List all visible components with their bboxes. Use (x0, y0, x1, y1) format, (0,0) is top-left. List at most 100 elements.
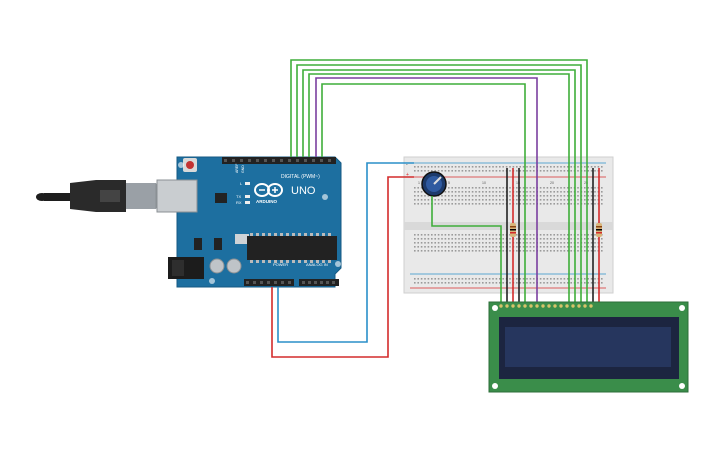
breadboard-hole (471, 250, 474, 252)
breadboard-hole (590, 199, 593, 201)
breadboard-hole (590, 166, 593, 168)
resistor-icon[interactable] (596, 223, 602, 237)
breadboard-hole (468, 246, 470, 248)
breadboard-hole (567, 195, 569, 197)
breadboard-hole (482, 166, 484, 168)
lcd-pin[interactable] (505, 304, 509, 308)
breadboard-hole (567, 166, 569, 168)
breadboard-hole (451, 250, 453, 252)
breadboard-hole (516, 250, 518, 252)
breadboard-hole (414, 170, 416, 172)
breadboard-hole (594, 170, 596, 172)
wire-green (290, 59, 588, 305)
breadboard-hole (590, 234, 593, 236)
breadboard-hole (444, 191, 447, 193)
breadboard-hole (522, 195, 525, 197)
breadboard-hole (522, 242, 525, 244)
breadboard-hole (451, 195, 453, 197)
breadboard-hole (417, 170, 419, 172)
capacitor (226, 258, 242, 274)
breadboard-hole (560, 246, 562, 248)
breadboard-hole (451, 166, 453, 168)
breadboard-hole (471, 278, 474, 280)
breadboard-hole (475, 203, 477, 205)
breadboard-hole (417, 195, 419, 197)
breadboard-hole (587, 203, 589, 205)
lcd-pin[interactable] (535, 304, 539, 308)
breadboard-hole (417, 242, 419, 244)
breadboard-hole (478, 250, 481, 252)
breadboard-hole (563, 187, 566, 189)
breadboard-hole (434, 238, 436, 240)
breadboard-hole (546, 195, 549, 197)
lcd-module-icon[interactable] (488, 301, 689, 393)
breadboard-hole (509, 238, 511, 240)
breadboard-hole (434, 242, 436, 244)
breadboard-hole (461, 170, 464, 172)
breadboard-hole (533, 242, 535, 244)
lcd-pin[interactable] (559, 304, 563, 308)
resistor-icon[interactable] (510, 223, 516, 237)
rail-minus-label: - (406, 162, 408, 168)
lcd-pin[interactable] (553, 304, 557, 308)
breadboard-hole (417, 199, 419, 201)
breadboard-hole (427, 234, 430, 236)
breadboard-hole (556, 166, 559, 168)
breadboard-hole (488, 199, 491, 201)
lcd-pin[interactable] (577, 304, 581, 308)
breadboard-hole (482, 191, 484, 193)
breadboard-hole (539, 250, 542, 252)
breadboard-hole (560, 250, 562, 252)
lcd-pin[interactable] (583, 304, 587, 308)
breadboard-hole (543, 170, 545, 172)
lcd-pin[interactable] (547, 304, 551, 308)
breadboard-hole (420, 187, 423, 189)
breadboard-hole (448, 170, 450, 172)
breadboard-hole (553, 187, 555, 189)
breadboard-hole (516, 238, 518, 240)
breadboard-hole (444, 203, 447, 205)
breadboard-hole (471, 203, 474, 205)
wires[interactable] (271, 59, 600, 358)
lcd-pin[interactable] (541, 304, 545, 308)
breadboard-hole (478, 278, 481, 280)
breadboard-hole (482, 195, 484, 197)
rail-plus-label: + (406, 172, 409, 178)
breadboard-hole (417, 250, 419, 252)
breadboard-hole (553, 250, 555, 252)
lcd-pin[interactable] (523, 304, 527, 308)
breadboard-hole (509, 278, 511, 280)
breadboard-hole (437, 203, 440, 205)
lcd-pin[interactable] (571, 304, 575, 308)
breadboard-hole (414, 203, 416, 205)
breadboard-hole (478, 166, 481, 168)
breadboard-hole (485, 203, 487, 205)
breadboard-hole (451, 282, 453, 284)
breadboard-hole (553, 242, 555, 244)
lcd-pin[interactable] (529, 304, 533, 308)
breadboard-hole (601, 166, 603, 168)
breadboard-hole (587, 170, 589, 172)
breadboard-hole (570, 166, 572, 168)
breadboard-hole (465, 170, 467, 172)
breadboard-hole (567, 246, 569, 248)
breadboard-hole (488, 187, 491, 189)
breadboard-hole (468, 278, 470, 280)
breadboard-hole (543, 282, 545, 284)
breadboard-hole (454, 191, 457, 193)
lcd-pin[interactable] (565, 304, 569, 308)
lcd-pin[interactable] (499, 304, 503, 308)
breadboard-hole (502, 234, 504, 236)
svg-text:25: 25 (584, 181, 588, 185)
breadboard-hole (485, 242, 487, 244)
potentiometer-icon[interactable] (421, 171, 447, 197)
lcd-pin[interactable] (589, 304, 593, 308)
arduino-uno-board[interactable]: AREF GND DIGITAL (PWM~) UNO ARDUINO TX R… (156, 156, 342, 288)
breadboard-hole (587, 234, 589, 236)
breadboard-hole (444, 195, 447, 197)
lcd-pin[interactable] (511, 304, 515, 308)
lcd-pin[interactable] (517, 304, 521, 308)
wire-red (271, 176, 414, 358)
breadboard-hole (499, 195, 501, 197)
